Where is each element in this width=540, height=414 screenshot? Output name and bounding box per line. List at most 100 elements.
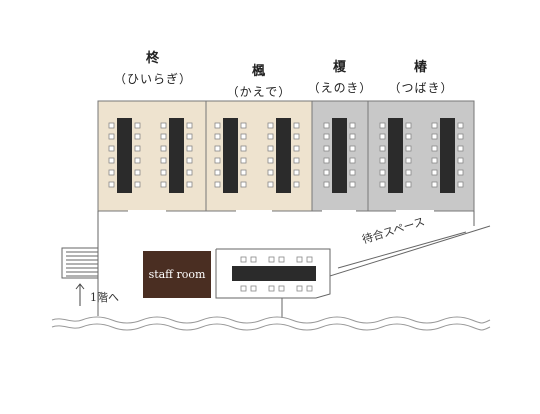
- chair: [240, 181, 247, 188]
- room-label-kaede: 楓 （かえで）: [219, 62, 299, 102]
- staff-room-label: staff room: [148, 268, 206, 281]
- arrow-up-icon: [75, 283, 85, 306]
- chair: [267, 122, 274, 129]
- table: [223, 118, 238, 193]
- chair: [296, 256, 303, 263]
- chair: [160, 133, 167, 140]
- chair: [323, 133, 330, 140]
- chair: [108, 122, 115, 129]
- chair: [214, 181, 221, 188]
- chair: [134, 181, 141, 188]
- chair: [457, 133, 464, 140]
- chair: [108, 181, 115, 188]
- chair: [323, 157, 330, 164]
- chair: [214, 145, 221, 152]
- chair: [160, 157, 167, 164]
- chair: [405, 181, 412, 188]
- room-name-kaede: 楓: [251, 64, 266, 79]
- chair: [457, 169, 464, 176]
- table: [440, 118, 455, 193]
- chair: [250, 285, 257, 292]
- chair: [240, 256, 247, 263]
- chair: [267, 169, 274, 176]
- chair: [323, 181, 330, 188]
- chair: [293, 122, 300, 129]
- chair: [349, 157, 356, 164]
- chair: [405, 169, 412, 176]
- chair: [160, 122, 167, 129]
- chair: [240, 285, 247, 292]
- chair: [214, 157, 221, 164]
- room-label-tsubaki: 椿 （つばき）: [381, 58, 461, 98]
- room-floor-kaede[interactable]: [205, 100, 313, 212]
- chair: [349, 169, 356, 176]
- chair: [214, 133, 221, 140]
- chair: [431, 145, 438, 152]
- chair: [379, 122, 386, 129]
- chair: [214, 169, 221, 176]
- room-name-hiiragi: 柊: [145, 51, 160, 66]
- room-label-enoki: 榎 （えのき）: [300, 58, 380, 98]
- chair: [186, 133, 193, 140]
- chair: [405, 122, 412, 129]
- chair: [108, 157, 115, 164]
- chair: [278, 285, 285, 292]
- chair: [267, 181, 274, 188]
- room-label-hiiragi: 柊 （ひいらぎ）: [113, 49, 193, 89]
- staff-room[interactable]: [143, 251, 211, 298]
- chair: [134, 133, 141, 140]
- chair: [186, 157, 193, 164]
- chair: [379, 133, 386, 140]
- chair: [405, 157, 412, 164]
- chair: [431, 169, 438, 176]
- room-reading-enoki: （えのき）: [307, 81, 373, 95]
- room-floor-hiiragi[interactable]: [97, 100, 207, 212]
- chair: [349, 145, 356, 152]
- stairs: [61, 247, 99, 279]
- chair: [134, 145, 141, 152]
- chair: [267, 133, 274, 140]
- chair: [240, 169, 247, 176]
- chair: [108, 145, 115, 152]
- chair: [134, 157, 141, 164]
- chair: [160, 169, 167, 176]
- chair: [240, 133, 247, 140]
- chair: [306, 256, 313, 263]
- chair: [405, 145, 412, 152]
- chair: [268, 285, 275, 292]
- chair: [349, 122, 356, 129]
- chair: [323, 145, 330, 152]
- chair: [306, 285, 313, 292]
- room-floor-tsubaki[interactable]: [367, 100, 475, 212]
- chair: [293, 181, 300, 188]
- chair: [186, 122, 193, 129]
- chair: [267, 145, 274, 152]
- chair: [240, 157, 247, 164]
- chair: [108, 169, 115, 176]
- table: [276, 118, 291, 193]
- chair: [250, 256, 257, 263]
- chair: [268, 256, 275, 263]
- water-waves: [51, 316, 491, 331]
- room-reading-kaede: （かえで）: [226, 85, 292, 99]
- chair: [293, 145, 300, 152]
- chair: [186, 145, 193, 152]
- chair: [349, 133, 356, 140]
- chair: [405, 133, 412, 140]
- chair: [160, 181, 167, 188]
- chair: [296, 285, 303, 292]
- room-name-enoki: 榎: [332, 60, 347, 75]
- chair: [134, 122, 141, 129]
- chair: [214, 122, 221, 129]
- chair: [186, 169, 193, 176]
- chair: [431, 181, 438, 188]
- table: [232, 266, 316, 281]
- stairs-label: 1階へ: [90, 291, 119, 304]
- chair: [278, 256, 285, 263]
- furniture: [108, 118, 464, 292]
- chair: [293, 169, 300, 176]
- chair: [267, 157, 274, 164]
- chair: [349, 181, 356, 188]
